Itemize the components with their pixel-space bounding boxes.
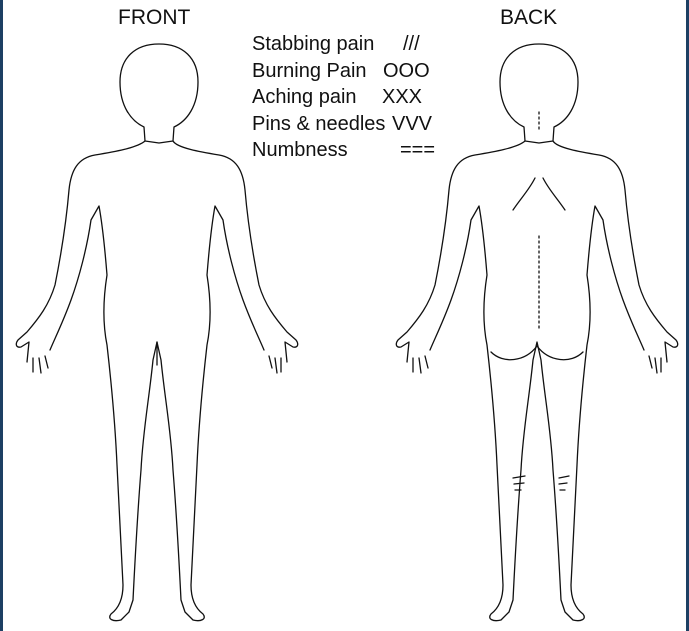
back-view-title: BACK xyxy=(500,6,557,30)
back-knee-marks-right xyxy=(559,476,569,490)
legend-symbol: OOO xyxy=(383,58,430,85)
legend-symbol: XXX xyxy=(382,84,422,111)
legend-symbol: /// xyxy=(403,31,420,58)
legend-label: Numbness xyxy=(252,137,348,164)
back-buttocks xyxy=(491,346,583,360)
legend-symbol: === xyxy=(400,137,435,164)
back-shoulder-blade-right xyxy=(543,178,565,210)
back-torso-outline xyxy=(396,141,677,621)
back-body-figure[interactable] xyxy=(396,44,677,621)
front-view-title: FRONT xyxy=(118,6,190,30)
legend-label: Pins & needles xyxy=(252,111,385,138)
back-shoulder-blade-left xyxy=(513,178,535,210)
front-head xyxy=(120,44,198,143)
legend-symbol: VVV xyxy=(392,111,432,138)
legend-label: Burning Pain xyxy=(252,58,367,85)
legend-label: Aching pain xyxy=(252,84,357,111)
legend-label: Stabbing pain xyxy=(252,31,374,58)
front-torso-outline xyxy=(16,141,297,621)
